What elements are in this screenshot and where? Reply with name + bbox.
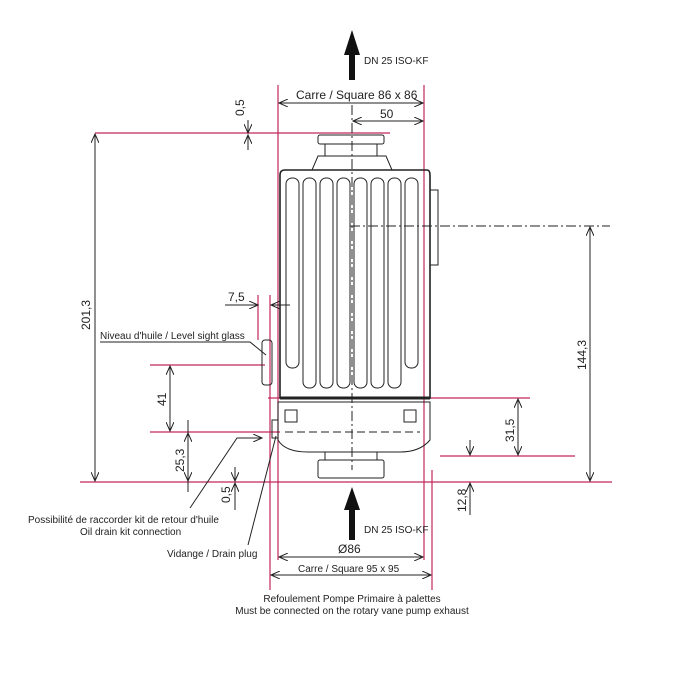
- note-en: Must be connected on the rotary vane pum…: [235, 606, 469, 617]
- dim-201-3: 201,3: [79, 300, 93, 330]
- reference-lines: [80, 85, 612, 590]
- drain-plug-label: Vidange / Drain plug: [167, 549, 257, 560]
- drain-plug: [271, 419, 279, 439]
- oil-drain-label-en: Oil drain kit connection: [80, 527, 181, 538]
- level-glass-label: Niveau d'huile / Level sight glass: [100, 331, 245, 342]
- dim-41: 41: [155, 392, 169, 406]
- inlet-arrow: [344, 30, 360, 80]
- oil-drain-label-fr: Possibilité de raccorder kit de retour d…: [28, 515, 219, 526]
- note-fr: Refoulement Pompe Primaire à palettes: [263, 594, 440, 605]
- inlet-label: DN 25 ISO-KF: [364, 56, 428, 67]
- dim-50: 50: [380, 107, 394, 121]
- outlet-label: DN 25 ISO-KF: [364, 525, 428, 536]
- dim-12-8: 12,8: [455, 488, 469, 512]
- top-square-dim: Carre / Square 86 x 86: [296, 88, 418, 102]
- dim-25-3: 25,3: [173, 448, 187, 472]
- cooling-fins: [285, 177, 419, 389]
- dimensions: [95, 103, 590, 575]
- bottom-square-dim: Carre / Square 95 x 95: [298, 564, 400, 575]
- outlet-arrow: [344, 487, 360, 540]
- dim-bottom-0-5: 0,5: [219, 486, 233, 503]
- pump-body: [261, 134, 439, 479]
- dim-7-5: 7,5: [228, 290, 245, 304]
- dim-144-3: 144,3: [575, 340, 589, 370]
- dim-31-5: 31,5: [503, 418, 517, 442]
- dim-top-0-5: 0,5: [233, 99, 247, 116]
- sight-glass: [261, 339, 273, 386]
- diameter-dim: Ø86: [338, 542, 361, 556]
